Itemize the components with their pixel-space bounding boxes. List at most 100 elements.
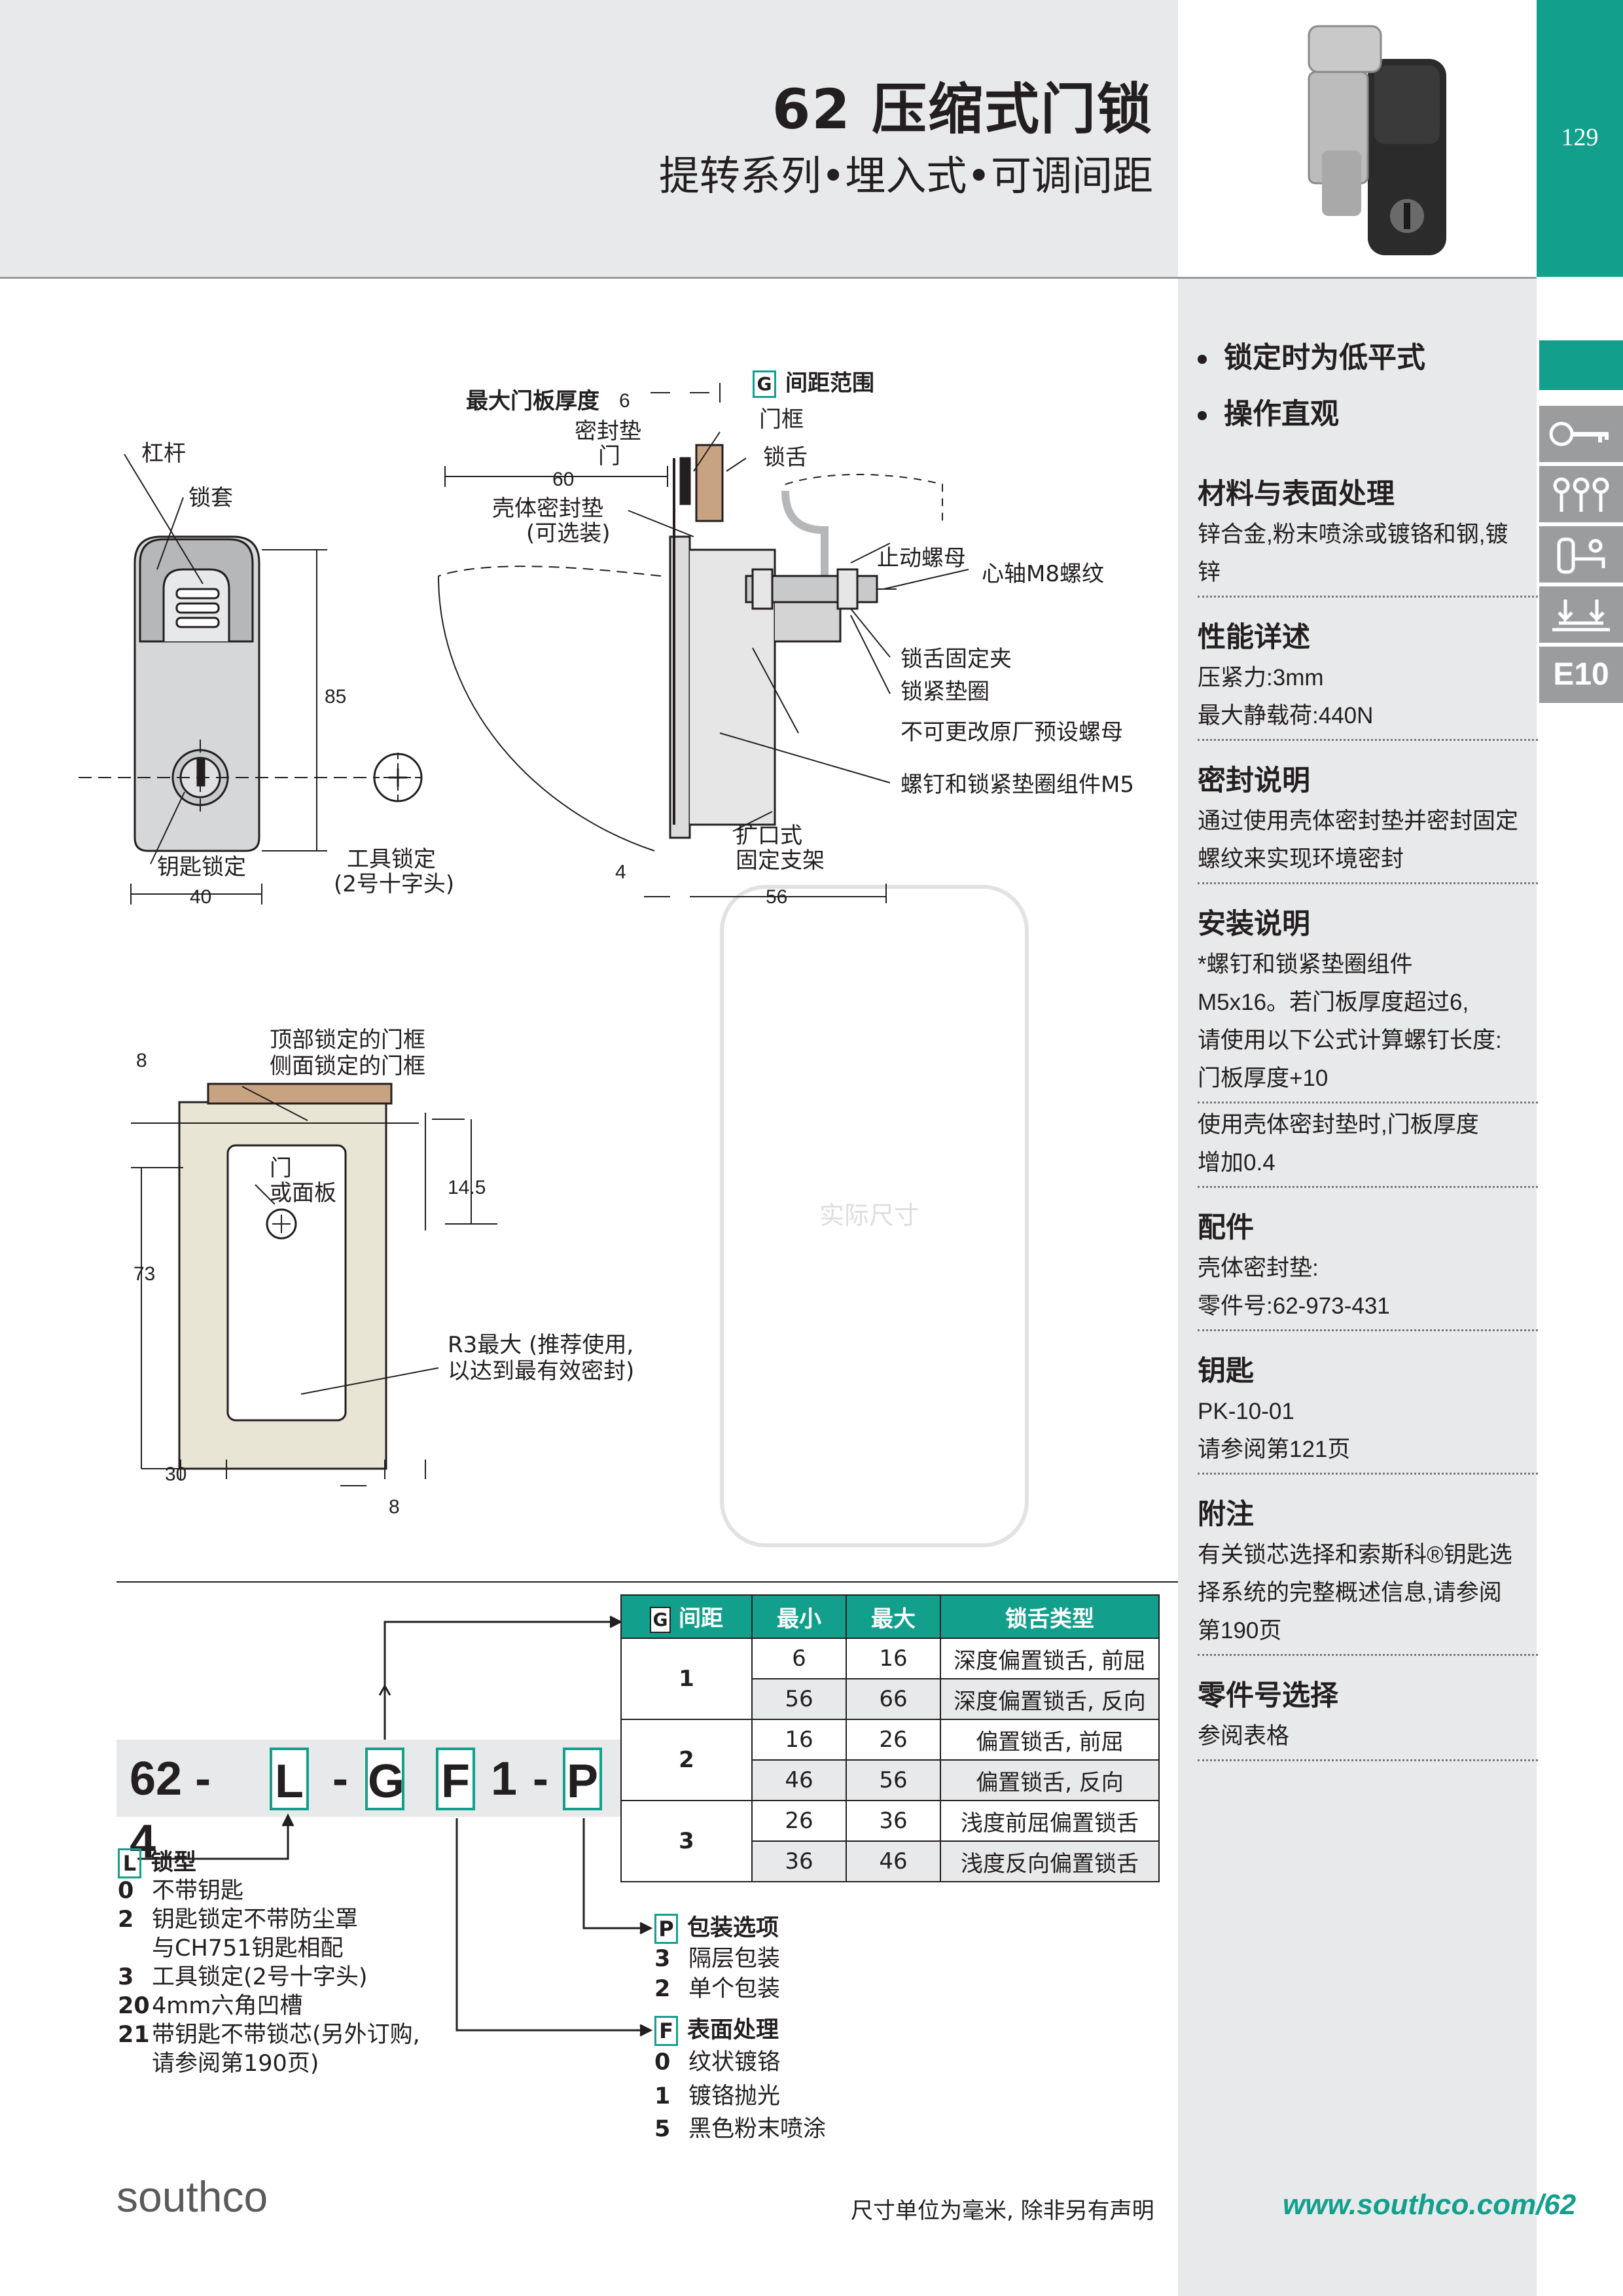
- note-line: 择系统的完整概述信息,请参阅: [1198, 1580, 1502, 1605]
- label-frame: 门框: [759, 406, 804, 433]
- label-r3b: 以达到最有效密封): [448, 1358, 635, 1384]
- partnum-heading: 零件号选择: [1198, 1679, 1338, 1712]
- dim-14-5: 14.5: [448, 1177, 486, 1198]
- website-link[interactable]: www.southco.com/62: [1283, 2189, 1577, 2221]
- info-sidebar: [1178, 279, 1537, 2296]
- technical-drawing: [79, 383, 969, 1486]
- install-line: M5x16。若门板厚度超过6,: [1198, 990, 1469, 1015]
- units-note: 尺寸单位为毫米, 除非另有声明: [851, 2198, 1154, 2224]
- label-clip: 锁舌固定夹: [901, 646, 1012, 672]
- pn-p-box[interactable]: P: [563, 1748, 602, 1810]
- material-text: 锌合金,粉末喷涂或镀铬和钢,镀锌: [1198, 522, 1508, 585]
- seal-heading: 密封说明: [1198, 764, 1310, 797]
- install-note: 使用壳体密封垫时,门板厚度: [1198, 1112, 1479, 1138]
- dim-73: 73: [134, 1263, 156, 1285]
- label-washer: 锁紧垫圈: [901, 679, 990, 705]
- install-line: 门板厚度+10: [1198, 1066, 1329, 1091]
- key-line: PK-10-01: [1198, 1399, 1294, 1424]
- label-r3: R3最大 (推荐使用,: [448, 1332, 634, 1358]
- page-subtitle: 提转系列•埋入式•可调间距: [658, 152, 1153, 200]
- category-tab-active[interactable]: [1539, 340, 1623, 390]
- label-key-lock: 钥匙锁定: [157, 854, 246, 880]
- pn-dash: -: [533, 1753, 548, 1805]
- label-screw-assembly: 螺钉和锁紧垫圈组件M5: [901, 772, 1134, 798]
- page-title: 62 压缩式门锁: [772, 77, 1153, 141]
- label-max-door: 最大门板厚度: [466, 388, 599, 414]
- e10-label[interactable]: E10: [1539, 647, 1623, 703]
- actual-size-outline: [720, 885, 1029, 1547]
- pn-f-box[interactable]: F: [436, 1748, 475, 1810]
- latch-photo-icon: [1308, 25, 1446, 255]
- dim-40: 40: [190, 886, 212, 908]
- actual-size-label: 实际尺寸: [819, 1201, 919, 1230]
- label-door2: 门: [270, 1155, 292, 1181]
- partnum-text: 参阅表格: [1198, 1723, 1290, 1749]
- accessory-line: 零件号:62-973-431: [1198, 1293, 1390, 1319]
- install-line: *螺钉和锁紧垫圈组件: [1198, 952, 1413, 977]
- pn-l-box[interactable]: L: [270, 1748, 309, 1810]
- multi-key-icon[interactable]: [1539, 466, 1623, 522]
- part-number-connectors: [137, 1615, 653, 2037]
- performance-line: 压紧力:3mm: [1198, 665, 1324, 691]
- label-stop-nut: 止动螺母: [877, 545, 966, 571]
- pn-one: 1: [491, 1753, 518, 1805]
- label-flare: 扩口式: [736, 823, 802, 849]
- label-sleeve: 锁套: [188, 485, 233, 511]
- dim-56: 56: [766, 886, 788, 908]
- label-optional: (可选装): [526, 520, 611, 547]
- material-heading: 材料与表面处理: [1198, 478, 1395, 511]
- dim-85: 85: [325, 686, 347, 708]
- dim-60: 60: [552, 469, 575, 490]
- performance-line: 最大静载荷:440N: [1198, 703, 1374, 728]
- label-housing-gasket: 壳体密封垫: [492, 495, 603, 522]
- table-header-type: 锁舌类型: [940, 1594, 1160, 1639]
- lock-type-option: 21带钥匙不带锁芯(另外订购,: [118, 2022, 420, 2048]
- install-line: 请使用以下公式计算螺钉长度:: [1198, 1028, 1502, 1053]
- performance-heading: 性能详述: [1198, 621, 1310, 654]
- southco-logo: southco: [116, 2172, 268, 2221]
- note-heading: 附注: [1198, 1498, 1254, 1531]
- key-icon[interactable]: [1539, 406, 1623, 462]
- note-line: 第190页: [1198, 1618, 1282, 1643]
- latch-icon[interactable]: [1539, 526, 1623, 583]
- compression-icon[interactable]: [1539, 586, 1623, 643]
- lock-type-option: 请参阅第190页): [152, 2051, 319, 2077]
- dim-8b: 8: [389, 1496, 400, 1518]
- feature-item: 锁定时为低平式: [1198, 334, 1538, 376]
- key-heading: 钥匙: [1198, 1355, 1254, 1388]
- label-tool-lock: 工具锁定: [347, 846, 436, 872]
- label-tool-lock-sub: (2号十字头): [334, 871, 455, 897]
- accessory-line: 壳体密封垫:: [1198, 1255, 1319, 1281]
- label-panel: 或面板: [270, 1180, 336, 1206]
- pn-g-box[interactable]: G: [365, 1748, 404, 1810]
- label-top-frame: 顶部锁定的门框: [270, 1027, 425, 1053]
- seal-text: 通过使用壳体密封垫并密封固定螺纹来实现环境密封: [1198, 808, 1519, 872]
- install-heading: 安装说明: [1198, 908, 1310, 941]
- dim-6: 6: [619, 390, 630, 412]
- lock-type-option: 204mm六角凹槽: [118, 1993, 303, 2019]
- accessory-heading: 配件: [1198, 1211, 1254, 1244]
- dim-8a: 8: [136, 1050, 147, 1071]
- label-gasket: 密封垫: [575, 418, 641, 444]
- table-header-min: 最小: [751, 1594, 847, 1639]
- table-header-max: 最大: [846, 1594, 941, 1639]
- pn-prefix: 62 - 4: [130, 1753, 211, 1868]
- label-factory-nut: 不可更改原厂预设螺母: [901, 719, 1123, 745]
- label-shaft: 心轴M8螺纹: [982, 561, 1104, 587]
- label-tongue: 锁舌: [763, 444, 808, 471]
- sidebar-content: 锁定时为低平式 操作直观 材料与表面处理 锌合金,粉末喷涂或镀铬和钢,镀锌 性能…: [1198, 334, 1538, 1764]
- feature-item: 操作直观: [1198, 390, 1538, 432]
